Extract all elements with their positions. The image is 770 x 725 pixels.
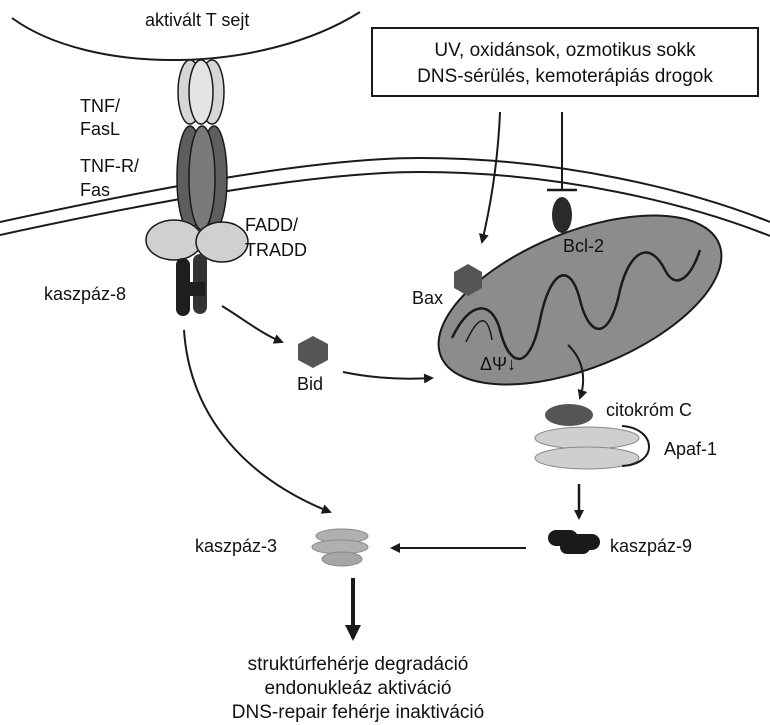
bcl-2-shape [552, 197, 572, 233]
arrow-stimuli-to-bax [482, 112, 500, 242]
outcome-line-3: DNS-repair fehérje inaktiváció [232, 702, 484, 723]
tnfr-fas-label-2: Fas [80, 180, 110, 200]
tnfr-fas-label-1: TNF-R/ [80, 156, 139, 176]
tnf-fasl-label-2: FasL [80, 119, 120, 139]
mitochondrion [415, 181, 744, 419]
cytochrome-c-label: citokróm C [606, 400, 692, 420]
apaf-1-label: Apaf-1 [664, 439, 717, 459]
outcome-line-1: struktúrfehérje degradáció [248, 654, 469, 675]
caspase-9-label: kaszpáz-9 [610, 536, 692, 556]
caspase-3-label: kaszpáz-3 [195, 536, 277, 556]
bax-label: Bax [412, 288, 443, 308]
tnfr-fas-receptor [177, 126, 227, 230]
fadd-tradd-label-1: FADD/ [245, 215, 298, 235]
delta-psi-label: ΔΨ↓ [480, 354, 516, 374]
caspase-8-shape [176, 254, 207, 316]
tnf-fasl-label-1: TNF/ [80, 96, 120, 116]
caspase-3-shape [312, 529, 368, 566]
bid-shape [298, 336, 328, 368]
outcome-line-2: endonukleáz aktiváció [265, 678, 452, 699]
bid-label: Bid [297, 374, 323, 394]
bcl-2-label: Bcl-2 [563, 236, 604, 256]
fadd-tradd-label-2: TRADD [245, 240, 307, 260]
stimuli-line-1: UV, oxidánsok, ozmotikus sokk [434, 40, 696, 61]
arrow-casp8-to-bid [222, 306, 282, 342]
arrow-bid-to-mito [343, 372, 432, 379]
stimuli-line-2: DNS-sérülés, kemoterápiás drogok [417, 66, 713, 87]
caspase-8-label: kaszpáz-8 [44, 284, 126, 304]
tnf-fasl-ligand [178, 60, 224, 124]
caspase-9-shape [548, 530, 600, 554]
t-cell-label: aktivált T sejt [145, 10, 249, 30]
